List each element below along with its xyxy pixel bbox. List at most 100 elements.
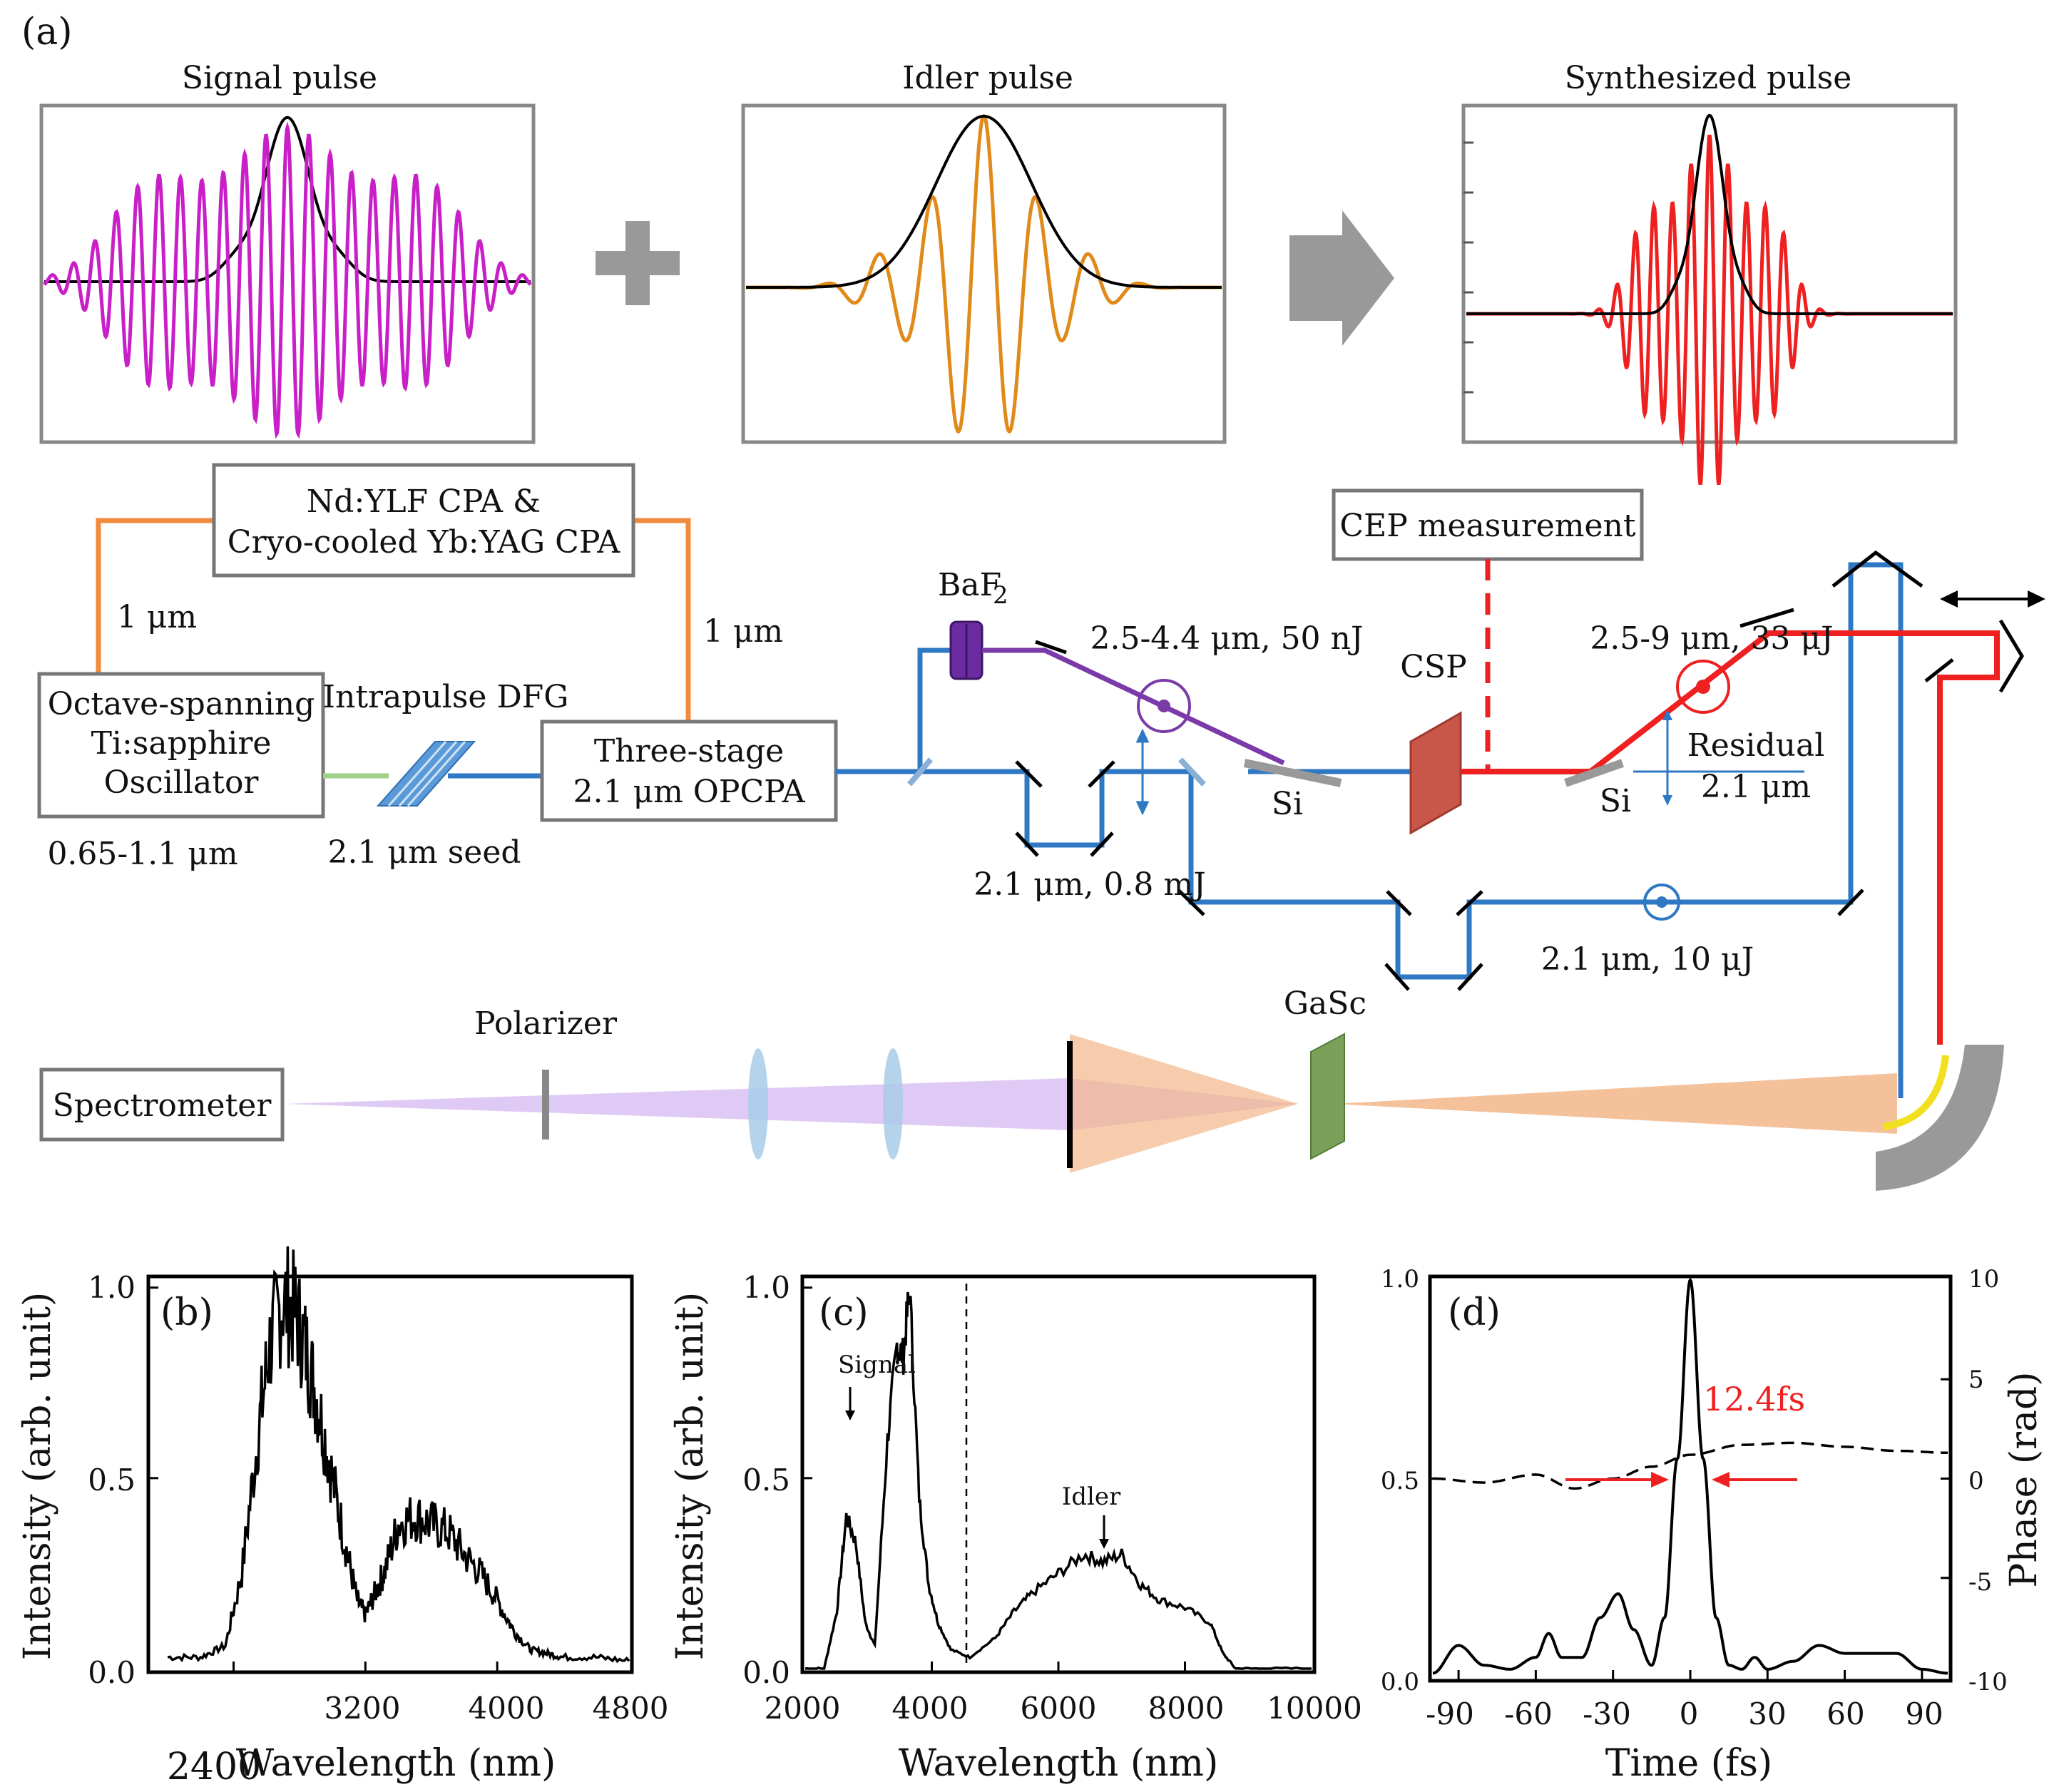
panel-d-xtick-6: 90	[1905, 1696, 1943, 1731]
panel-b-frame	[146, 1274, 634, 1674]
panel-c-xtick-2: 6000	[1021, 1691, 1097, 1726]
panel-c-xtick-4: 10000	[1267, 1691, 1362, 1726]
dfg-crystal	[376, 741, 476, 807]
panel-b-xtick-2: 4000	[469, 1691, 545, 1726]
panel-c-spectrum	[804, 1291, 1312, 1670]
panel-d-ytick-0: 0.0	[1381, 1668, 1419, 1696]
cep-label: CEP measurement	[1339, 508, 1635, 544]
cpa-box	[212, 463, 635, 578]
roof-mirror-red	[1998, 619, 2024, 693]
panel-b-xtick-0: 2400	[167, 1746, 261, 1788]
intrapulse-dfg-label: Intrapulse DFG	[323, 679, 569, 715]
panel-d-y2tick-2: 0	[1968, 1467, 1984, 1495]
pump-beam	[836, 562, 1904, 1098]
polarization-dot-1-center	[1656, 896, 1667, 908]
synthesized-pulse-title: Synthesized pulse	[1565, 60, 1852, 96]
lens-2	[883, 1048, 903, 1159]
panel-d-xtick-4: 30	[1748, 1696, 1786, 1731]
panel-b-xtick-3: 4800	[593, 1691, 669, 1726]
panel-c-xlabel: Wavelength (nm)	[899, 1742, 1219, 1785]
arrow-right-icon	[1289, 210, 1394, 346]
synthesized-ticks	[1463, 141, 1473, 394]
panel-d-xtick-3: 0	[1680, 1696, 1699, 1731]
panel-d-y2tick-1: -5	[1968, 1568, 1992, 1597]
panel-b-ytick-0: 0.0	[88, 1655, 136, 1690]
idler-pulse-title: Idler pulse	[902, 60, 1073, 96]
panel-c-ytick-0: 0.0	[742, 1655, 790, 1690]
osc-range: 0.65-1.1 μm	[47, 836, 237, 872]
delay-arrow-1	[1135, 728, 1150, 816]
cpa-line1: Nd:YLF CPA &	[307, 483, 541, 520]
panel-d-ticks	[1430, 1378, 1951, 1681]
panel-c-signal-label: Signal	[838, 1351, 916, 1379]
panel-c-xtick-0: 2000	[765, 1691, 841, 1726]
panel-b-ylabel: Intensity (arb. unit)	[16, 1292, 59, 1661]
polarization-dot-3	[1676, 660, 1730, 714]
panel-c-label: (c)	[819, 1291, 869, 1334]
opcpa-line2: 2.1 μm OPCPA	[573, 774, 806, 810]
panel-b-ytick-2: 1.0	[88, 1270, 136, 1305]
lens-1	[748, 1048, 768, 1159]
si-1-label: Si	[1272, 786, 1303, 822]
polarizer-label: Polarizer	[474, 1005, 618, 1042]
polarization-dot-2	[1137, 679, 1191, 733]
gasc-label: GaSc	[1284, 985, 1366, 1022]
diverging-beam	[1070, 1034, 1298, 1173]
panel-c-xtick-1: 4000	[892, 1691, 969, 1726]
oscillator-box	[37, 672, 325, 819]
panel-b-xlabel: Wavelength (nm)	[236, 1742, 556, 1785]
panel-c-frame	[800, 1274, 1317, 1674]
gate-energy-label: 2.1 μm, 10 μJ	[1541, 941, 1754, 978]
panel-d-xtick-1: -60	[1504, 1696, 1553, 1731]
plus-icon	[596, 221, 680, 305]
beamsplitters	[906, 757, 1206, 787]
si-2-label: Si	[1600, 783, 1631, 819]
mirror-red-1	[1739, 608, 1794, 628]
mirror-baf2	[1035, 640, 1067, 655]
idler-pulse-frame	[741, 103, 1227, 444]
osc-line3: Oscillator	[104, 764, 260, 801]
synthesized-carrier	[1466, 134, 1953, 486]
seed-label: 2.1 μm seed	[327, 834, 521, 871]
panel-a-label: (a)	[21, 11, 73, 53]
osc-line1: Octave-spanning	[48, 686, 315, 722]
signal-envelope	[44, 116, 531, 283]
harmonic-beam	[285, 1078, 1298, 1130]
panel-d-xtick-2: -30	[1583, 1696, 1631, 1731]
polarization-dot-3-center	[1696, 680, 1710, 694]
panel-c-xtick-3: 8000	[1148, 1691, 1225, 1726]
si-wafer-2	[1564, 759, 1624, 787]
panel-b-xtick-1: 3200	[325, 1691, 401, 1726]
pump-energy-label: 2.1 μm, 0.8 mJ	[974, 866, 1206, 903]
focusing-beam	[1334, 1073, 1897, 1134]
spectrometer-box	[39, 1067, 285, 1142]
csp-crystal	[1409, 711, 1462, 835]
panel-d-xlabel: Time (fs)	[1605, 1742, 1772, 1785]
pump-mirrors	[1015, 760, 1864, 991]
panel-d-xtick-0: -90	[1426, 1696, 1474, 1731]
panel-d-xtick-5: 60	[1826, 1696, 1864, 1731]
opcpa-box	[540, 720, 838, 822]
polarization-dot-2-center	[1158, 700, 1170, 712]
mirror-coating	[1882, 1055, 1949, 1130]
panel-b-ytick-1: 0.5	[88, 1463, 136, 1497]
synthesized-envelope	[1466, 113, 1953, 315]
orange-1um-beam	[96, 518, 691, 722]
cep-box	[1332, 488, 1644, 561]
signal-carrier	[43, 121, 532, 439]
opcpa-line1: Three-stage	[594, 733, 784, 769]
gasc-crystal	[1310, 1033, 1345, 1160]
cpa-line2: Cryo-cooled Yb:YAG CPA	[228, 524, 621, 560]
panel-c-ytick-2: 1.0	[742, 1270, 790, 1305]
panel-b-ticks	[148, 1286, 499, 1672]
label-1um-right: 1 μm	[703, 613, 783, 650]
baf2-label: BaF	[938, 567, 1001, 603]
midir-beam-1	[982, 647, 1285, 766]
parabolic-mirror	[1876, 1045, 2004, 1191]
panel-d-y2tick-0: -10	[1968, 1668, 2008, 1696]
panel-d-phase	[1433, 1441, 1948, 1490]
idler-envelope	[746, 115, 1222, 289]
osc-line2: Ti:sapphire	[91, 725, 272, 762]
idler-carrier	[746, 113, 1222, 434]
